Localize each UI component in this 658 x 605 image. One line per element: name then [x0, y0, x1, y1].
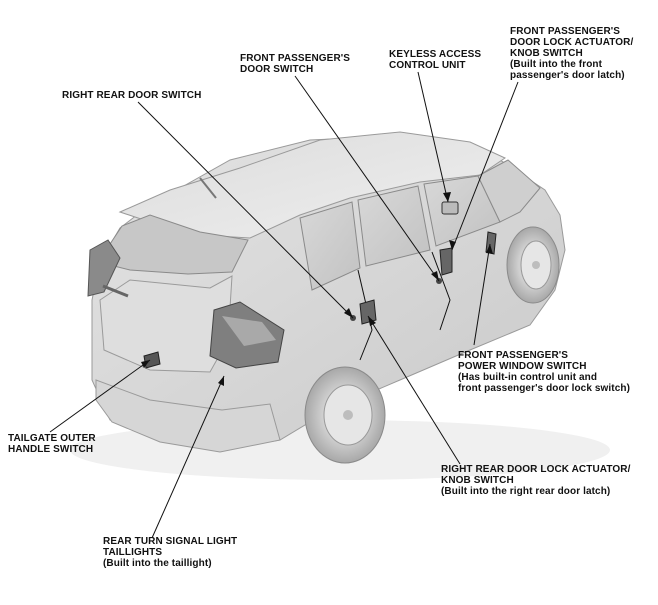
label-line: REAR TURN SIGNAL LIGHT: [103, 536, 238, 547]
arrow-tailgate-handle: [141, 360, 150, 368]
arrow-turn-signal: [218, 376, 224, 386]
label-note: (Built into the front: [510, 59, 603, 70]
rear-wheel: [304, 366, 386, 464]
label-front-passenger-door-lock-actuator: FRONT PASSENGER'S DOOR LOCK ACTUATOR/ KN…: [510, 26, 633, 81]
label-right-rear-door-switch: RIGHT REAR DOOR SWITCH: [62, 90, 201, 101]
label-right-rear-door-lock-actuator: RIGHT REAR DOOR LOCK ACTUATOR/ KNOB SWIT…: [441, 464, 630, 497]
label-line: KNOB SWITCH: [510, 48, 583, 59]
label-rear-turn-signal-light: REAR TURN SIGNAL LIGHT TAILLIGHTS (Built…: [103, 536, 237, 569]
label-note: (Has built-in control unit and: [458, 372, 598, 383]
label-note: (Built into the right rear door latch): [441, 486, 611, 497]
rear-door-seam: [357, 269, 373, 361]
label-line: RIGHT REAR DOOR SWITCH: [62, 90, 202, 101]
label-front-passenger-power-window-switch: FRONT PASSENGER'S POWER WINDOW SWITCH (H…: [458, 350, 630, 394]
label-line: TAILGATE OUTER: [8, 433, 96, 444]
leader-rear-door-switch: [137, 101, 354, 319]
middle-side-window: [357, 185, 431, 267]
leader-door-switch: [294, 75, 440, 282]
label-keyless-access-control-unit: KEYLESS ACCESS CONTROL UNIT: [389, 49, 481, 71]
left-taillight: [87, 239, 121, 297]
rear-side-window: [299, 201, 361, 291]
label-line: KEYLESS ACCESS: [389, 49, 482, 60]
front-door-seam: [431, 251, 451, 331]
label-line: TAILLIGHTS: [103, 547, 163, 558]
leader-turn-signal: [151, 375, 225, 539]
windshield: [477, 159, 541, 223]
label-line: DOOR SWITCH: [240, 64, 314, 75]
vehicle-illustration: [70, 131, 610, 480]
leader-keyless-unit: [417, 71, 449, 203]
label-note: passenger's door latch): [510, 70, 625, 81]
label-line: KNOB SWITCH: [441, 475, 514, 486]
label-tailgate-outer-handle-switch: TAILGATE OUTER HANDLE SWITCH: [8, 433, 96, 455]
arrow-door-lock-actuator: [449, 240, 456, 250]
label-line: POWER WINDOW SWITCH: [458, 361, 587, 372]
roof-antenna: [199, 177, 217, 199]
arrow-keyless-unit: [443, 192, 451, 202]
label-line: DOOR LOCK ACTUATOR/: [510, 37, 634, 48]
front-door-lock-part: [439, 247, 453, 276]
leader-lines: [49, 71, 519, 539]
label-line: FRONT PASSENGER'S: [240, 53, 351, 64]
label-line: HANDLE SWITCH: [8, 444, 94, 455]
front-wheel: [506, 226, 560, 304]
arrow-door-switch: [431, 271, 439, 281]
rear-window: [97, 214, 249, 275]
rear-bumper: [95, 379, 281, 453]
label-line: FRONT PASSENGER'S: [458, 350, 569, 361]
label-line: FRONT PASSENGER'S: [510, 26, 621, 37]
leader-power-window: [473, 243, 491, 346]
keyless-control-unit-part: [441, 201, 459, 215]
arrow-rear-door-lock: [368, 316, 376, 326]
label-line: CONTROL UNIT: [389, 60, 466, 71]
rear-wiper: [102, 284, 129, 298]
arrow-rear-door-switch: [344, 308, 353, 318]
rear-door-lock-part: [359, 299, 377, 325]
label-front-passenger-door-switch: FRONT PASSENGER'S DOOR SWITCH: [240, 53, 350, 75]
label-note: front passenger's door lock switch): [458, 383, 631, 394]
taillight-lens-reflection: [222, 316, 276, 346]
arrow-power-window: [486, 244, 493, 254]
leader-tailgate-handle: [49, 359, 151, 433]
label-line: RIGHT REAR DOOR LOCK ACTUATOR/: [441, 464, 631, 475]
label-note: (Built into the taillight): [103, 558, 212, 569]
leader-rear-door-lock: [367, 315, 461, 465]
leader-door-lock-actuator: [451, 81, 519, 251]
